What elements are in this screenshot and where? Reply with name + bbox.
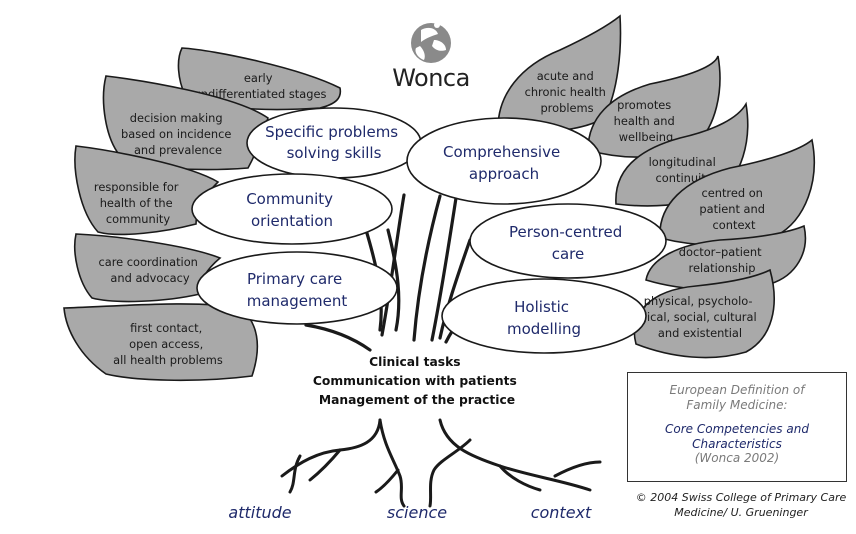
leaf-text-line: chronic health bbox=[525, 85, 606, 99]
copyright-notice: © 2004 Swiss College of Primary Care Med… bbox=[630, 490, 852, 520]
root-label-attitude: attitude bbox=[228, 503, 291, 522]
svg-text:promotes health and: promotes health and wellbeing bbox=[614, 98, 679, 144]
leaf-responsible-community: responsible for health of the community bbox=[74, 145, 220, 236]
svg-text:Person-centred care: Person-centred care bbox=[509, 223, 627, 263]
ellipse-label-line: solving skills bbox=[287, 144, 382, 162]
reference-title: Characteristics bbox=[692, 436, 782, 451]
svg-text:physical, psycholo- gica: physical, psycholo- gical, social, cultu… bbox=[640, 294, 761, 340]
ellipse-specific-problems: Specific problems solving skills bbox=[246, 107, 422, 179]
ellipse-person-centred: Person-centred care bbox=[469, 203, 667, 279]
leaf-text-line: health of the bbox=[100, 196, 173, 210]
root-label-context: context bbox=[531, 503, 592, 522]
reference-line: European Definition of bbox=[669, 383, 805, 397]
leaf-decision-making: decision making based on incidence and p… bbox=[102, 75, 269, 171]
leaf-text-line: problems bbox=[540, 101, 593, 115]
ellipse-label-line: management bbox=[247, 292, 348, 310]
leaf-text-line: doctor–patient bbox=[679, 245, 762, 259]
ellipse-community: Community orientation bbox=[191, 173, 393, 245]
leaf-text-line: context bbox=[713, 218, 756, 232]
core-task-line: Communication with patients bbox=[313, 374, 517, 388]
svg-text:doctor–patient relations: doctor–patient relationship bbox=[679, 245, 765, 275]
core-task-line: Clinical tasks bbox=[369, 355, 461, 369]
svg-text:early undifferentiated s: early undifferentiated stages bbox=[194, 71, 327, 101]
svg-text:decision making based on: decision making based on incidence and p… bbox=[121, 111, 235, 157]
leaf-text-line: physical, psycholo- bbox=[644, 294, 753, 308]
leaf-text-line: gical, social, cultural bbox=[640, 310, 757, 324]
reference-year: (Wonca 2002) bbox=[694, 451, 780, 465]
tree-roots bbox=[280, 418, 602, 508]
leaf-text-line: health and bbox=[614, 114, 675, 128]
leaf-text-line: based on incidence bbox=[121, 127, 231, 141]
ellipse-comprehensive: Comprehensive approach bbox=[406, 117, 602, 205]
leaf-promotes-health: promotes health and wellbeing bbox=[587, 55, 721, 158]
ellipse-label-line: Holistic bbox=[514, 298, 569, 316]
copyright-line: Medicine/ U. Grueninger bbox=[674, 506, 808, 519]
leaf-text-line: promotes bbox=[617, 98, 671, 112]
ellipse-label-line: approach bbox=[469, 165, 539, 183]
leaf-text-line: and existential bbox=[658, 326, 742, 340]
ellipse-label-line: Specific problems bbox=[265, 123, 398, 141]
ellipse-holistic: Holistic modelling bbox=[441, 278, 647, 354]
leaf-text-line: and prevalence bbox=[134, 143, 222, 157]
core-task-line: Management of the practice bbox=[319, 393, 515, 407]
leaf-text-line: and advocacy bbox=[110, 271, 189, 285]
svg-text:Community orientation: Community orientation bbox=[246, 190, 338, 230]
svg-text:Primary care management: Primary care management bbox=[247, 270, 348, 310]
ellipse-label-line: Person-centred bbox=[509, 223, 622, 241]
ellipse-label-line: Primary care bbox=[247, 270, 342, 288]
leaf-text-line: first contact, bbox=[130, 321, 202, 335]
ellipse-primary-care: Primary care management bbox=[196, 251, 398, 325]
copyright-line: © 2004 Swiss College of Primary Care bbox=[635, 491, 847, 504]
leaf-text-line: community bbox=[106, 212, 170, 226]
reference-title: Core Competencies and bbox=[665, 422, 809, 436]
reference-box: European Definition of Family Medicine: … bbox=[627, 372, 847, 482]
leaf-text-line: early bbox=[244, 71, 273, 85]
leaf-text-line: longitudinal bbox=[649, 155, 716, 169]
leaf-physical-psychological: physical, psycholo- gical, social, cultu… bbox=[633, 268, 775, 359]
leaf-text-line: undifferentiated stages bbox=[194, 87, 327, 101]
root-label-science: science bbox=[387, 503, 447, 522]
leaf-text-line: centred on bbox=[701, 186, 762, 200]
wonca-logo-text: Wonca bbox=[392, 64, 470, 92]
ellipse-label-line: modelling bbox=[507, 320, 581, 338]
svg-text:centred on patient and: centred on patient and context bbox=[699, 186, 768, 232]
ellipse-label-line: care bbox=[552, 245, 585, 263]
leaf-text-line: all health problems bbox=[113, 353, 223, 367]
leaf-centred-patient: centred on patient and context bbox=[659, 138, 816, 247]
ellipse-label-line: Comprehensive bbox=[443, 143, 560, 161]
leaf-text-line: open access, bbox=[129, 337, 203, 351]
leaf-text-line: care coordination bbox=[98, 255, 197, 269]
svg-text:Specific problems solvin: Specific problems solving skills bbox=[265, 123, 403, 162]
leaf-text-line: decision making bbox=[130, 111, 223, 125]
leaf-text-line: wellbeing bbox=[619, 130, 674, 144]
leaf-text-line: acute and bbox=[537, 69, 594, 83]
leaf-first-contact: first contact, open access, all health p… bbox=[63, 303, 259, 382]
leaf-text-line: patient and bbox=[699, 202, 765, 216]
reference-line: Family Medicine: bbox=[686, 397, 788, 412]
leaf-acute-chronic: acute and chronic health problems bbox=[497, 14, 622, 132]
svg-text:care coordination and ad: care coordination and advocacy bbox=[98, 255, 201, 285]
leaf-text-line: responsible for bbox=[94, 180, 179, 194]
svg-text:responsible for health o: responsible for health of the community bbox=[94, 180, 182, 226]
core-tasks-text: Clinical tasks Communication with patien… bbox=[313, 355, 521, 407]
svg-text:Holistic modelling: Holistic modelling bbox=[507, 298, 581, 338]
svg-text:acute and chronic health: acute and chronic health problems bbox=[525, 69, 610, 115]
svg-text:first contact, open acce: first contact, open access, all health p… bbox=[113, 321, 223, 367]
ellipse-label-line: orientation bbox=[251, 212, 333, 230]
ellipse-label-line: Community bbox=[246, 190, 333, 208]
svg-text:Comprehensive approach: Comprehensive approach bbox=[443, 143, 565, 183]
leaf-text-line: relationship bbox=[689, 261, 756, 275]
wonca-globe-icon bbox=[411, 22, 451, 63]
